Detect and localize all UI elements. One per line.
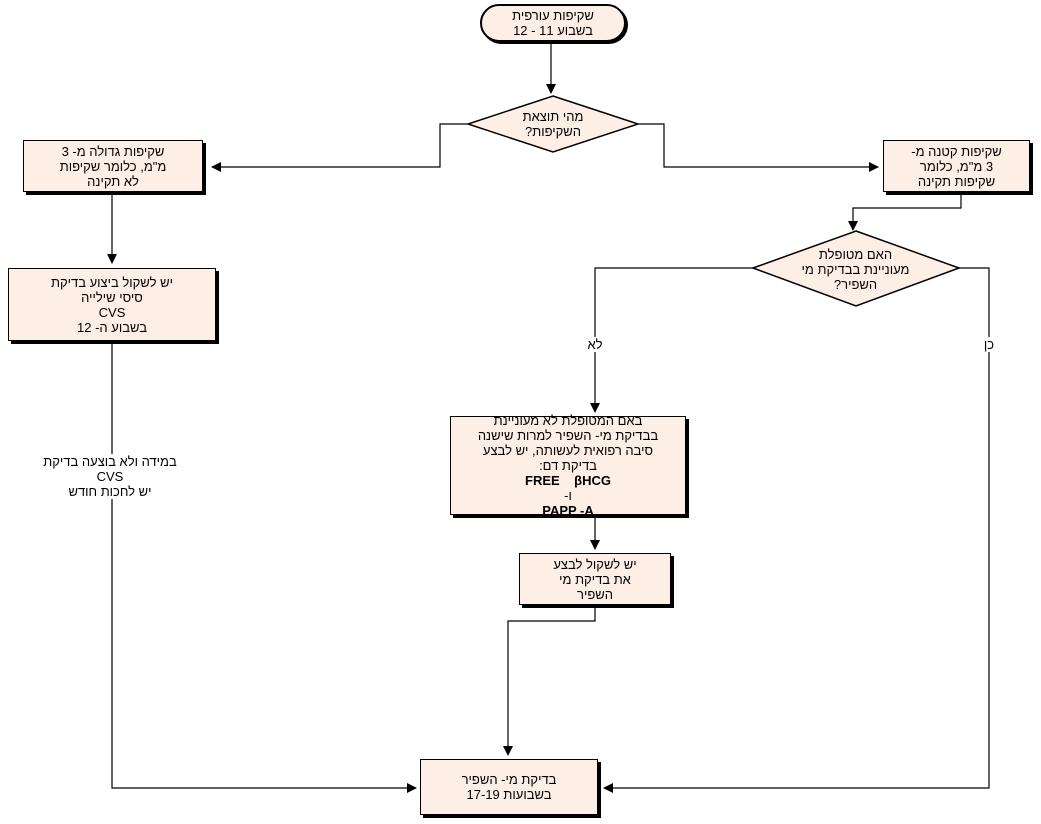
thin-line-1: שקיפות קטנה מ- (911, 143, 1002, 159)
thick-line-3: לא תקינה (87, 173, 139, 189)
consider-line-2: את בדיקת מי (559, 571, 631, 587)
edge-decision-to-thick (211, 123, 468, 172)
consider-line-3: השפיר (577, 586, 613, 602)
decision-result-text: מהי תוצאת השקיפות? (478, 106, 628, 142)
cvs-line-4: בשבוע ה- 12 (77, 319, 147, 335)
interest-line-3: השפיר? (833, 276, 878, 292)
blood-line-3: סיבה רפואית לעשותה, יש לבצע (482, 443, 654, 458)
thin-line-2: 3 מ"מ, כלומר (919, 158, 994, 174)
label-yes-text: כן (983, 337, 995, 352)
edge-label-yes: כן (976, 337, 1002, 352)
consider-line-1: יש לשקול לבצע (553, 556, 637, 572)
decision-interest-text: האם מטופלת מעוניינת בבדיקת מי השפיר? (773, 245, 938, 293)
edge-decision-to-thin (637, 123, 879, 172)
blood-test-node: באם המטופלת לא מעוניינת בבדיקת מי- השפיר… (450, 413, 686, 518)
edge-interest-yes (603, 267, 990, 793)
consider-amnio-node: יש לשקול לבצע את בדיקת מי השפיר (519, 553, 671, 605)
blood-line-2: בבדיקת מי- השפיר למרות שישנה (477, 428, 659, 443)
no-cvs-line-1: במידה ולא בוצעה בדיקת (43, 454, 177, 469)
thick-line-1: שקיפות גדולה מ- 3 (61, 143, 165, 159)
edge-thin-to-interest (848, 193, 962, 231)
interest-line-1: האם מטופלת (818, 246, 893, 262)
thin-line-3: שקיפות תקינה (917, 173, 996, 189)
start-node: שקיפות עורפית בשבוע 11 - 12 (480, 4, 626, 42)
blood-line-1: באם המטופלת לא מעוניינת (493, 413, 643, 428)
cvs-line-2: סיסי שילייה (81, 289, 143, 305)
blood-free-bhcg: FREE βHCG (525, 473, 611, 488)
no-cvs-line-2: CVS (96, 469, 124, 484)
start-line-1: שקיפות עורפית (512, 8, 594, 23)
thin-nt-node: שקיפות קטנה מ- 3 מ"מ, כלומר שקיפות תקינה (883, 140, 1030, 192)
label-no-text: לא (587, 337, 603, 352)
thick-line-2: מ"מ, כלומר שקיפות (59, 158, 167, 174)
thick-nt-node: שקיפות גדולה מ- 3 מ"מ, כלומר שקיפות לא ת… (23, 140, 203, 192)
connectors (107, 42, 990, 793)
blood-line-4: בדיקת דם: (539, 458, 597, 473)
decision-interest-diamond (750, 230, 962, 307)
edge-interest-no (590, 267, 753, 413)
edge-label-no: לא (582, 337, 608, 352)
decision-result-diamond (465, 95, 641, 153)
amnio-line-2: בשבועות 17-19 (466, 787, 552, 802)
cvs-node: יש לשקול ביצוע בדיקת סיסי שילייה CVS בשב… (8, 268, 216, 341)
decision-result-line-1: מהי תוצאת (522, 109, 584, 124)
interest-line-2: מעוניינת בבדיקת מי (801, 261, 910, 277)
amnio-line-1: בדיקת מי- השפיר (461, 772, 557, 787)
start-line-2: בשבוע 11 - 12 (513, 23, 593, 38)
blood-papp-a: PAPP -A (542, 503, 594, 518)
cvs-line-3: CVS (98, 304, 126, 320)
no-cvs-line-3: יש לחכות חודש (68, 484, 152, 499)
edge-cvs-to-amnio (111, 343, 417, 793)
edge-label-no-cvs: במידה ולא בוצעה בדיקת CVS יש לחכות חודש (10, 454, 210, 499)
cvs-line-1: יש לשקול ביצוע בדיקת (50, 274, 174, 290)
decision-result-line-2: השקיפות? (524, 124, 582, 139)
amniocentesis-node: בדיקת מי- השפיר בשבועות 17-19 (420, 759, 598, 815)
blood-and: ו- (564, 488, 572, 503)
edge-consider-to-amnio (503, 606, 596, 756)
